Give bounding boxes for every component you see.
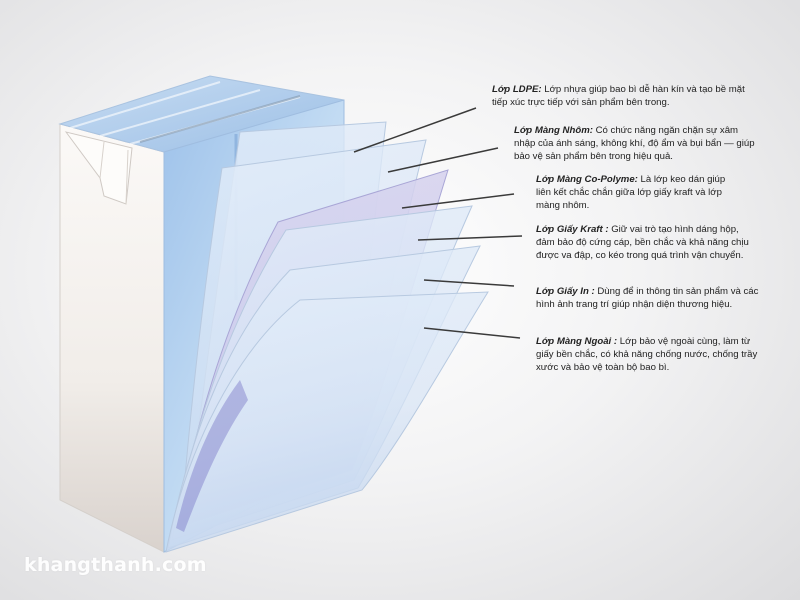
leader-line-ldpe — [353, 107, 477, 153]
layer-title: Lớp Màng Ngoài : — [536, 336, 618, 347]
leader-line-aluminium — [387, 147, 499, 173]
layer-title: Lớp Màng Nhôm: — [514, 125, 593, 136]
watermark: khangthanh.com — [24, 554, 207, 576]
leader-line-print — [423, 279, 515, 287]
layer-label-aluminium: Lớp Màng Nhôm: Có chức năng ngăn chặn sự… — [514, 124, 762, 163]
layer-description: Lớp nhựa giúp bao bì dễ hàn kín và tạo b… — [492, 84, 745, 108]
layer-description: Có chức năng ngăn chặn sự xâm nhập của á… — [514, 125, 755, 162]
layer-label-kraft: Lớp Giấy Kraft : Giữ vai trò tạo hình dá… — [536, 223, 760, 262]
layer-label-ldpe: Lớp LDPE: Lớp nhựa giúp bao bì dễ hàn kí… — [492, 83, 754, 109]
layer-title: Lớp LDPE: — [492, 84, 542, 95]
leader-line-outer — [423, 327, 521, 339]
layer-description: Lớp bảo vệ ngoài cùng, làm từ giấy bền c… — [536, 336, 758, 373]
layer-description: Giữ vai trò tạo hình dáng hộp, đảm bảo đ… — [536, 224, 749, 261]
layer-label-outer: Lớp Màng Ngoài : Lớp bảo vệ ngoài cùng, … — [536, 335, 768, 374]
layer-sheet-outer — [165, 291, 489, 553]
layer-label-print: Lớp Giấy In : Dùng để in thông tin sản p… — [536, 285, 760, 311]
layer-description: Dùng để in thông tin sản phẩm và các hìn… — [536, 286, 759, 310]
layer-title: Lớp Giấy In : — [536, 286, 595, 297]
leader-line-copolymer — [401, 193, 515, 209]
layer-title: Lớp Giấy Kraft : — [536, 224, 609, 235]
leader-line-kraft — [417, 235, 523, 241]
layer-description: Là lớp keo dán giúp liên kết chắc chắn g… — [536, 174, 726, 211]
layer-label-copolymer: Lớp Màng Co-Polyme: Là lớp keo dán giúp … — [536, 173, 742, 212]
layer-title: Lớp Màng Co-Polyme: — [536, 174, 638, 185]
